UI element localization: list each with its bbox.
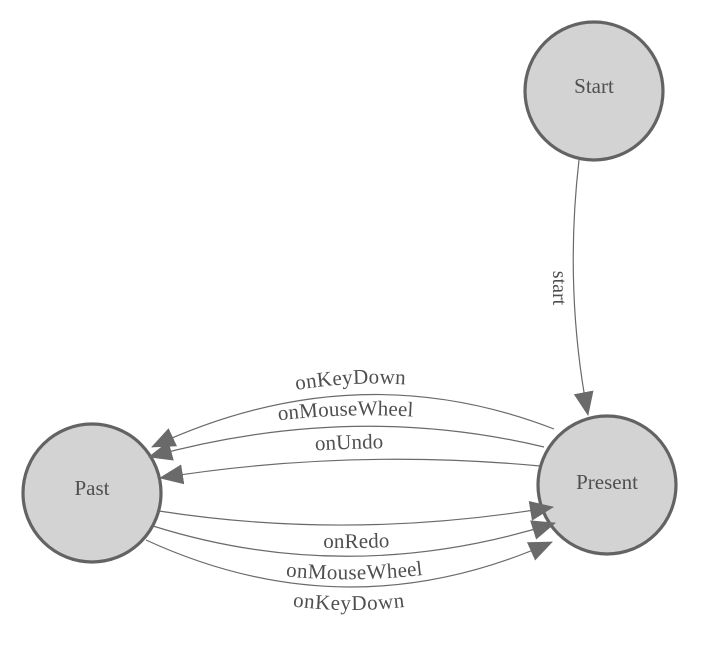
edge-present-to-past-onkeydown [151,393,555,448]
edge-label-onmousewheel-bottom: onMouseWheel [285,556,423,584]
edge-label-onmousewheel-top: onMouseWheel [276,396,414,425]
node-start-label: Start [574,74,614,98]
edge-present-to-past-onmousewheel [148,425,545,461]
edge-label-onredo: onRedo [323,528,390,553]
node-past[interactable]: Past [21,422,163,564]
node-start[interactable]: Start [523,20,665,162]
node-past-label: Past [74,476,109,500]
edge-label-start: start [548,271,570,306]
node-present-circle[interactable] [536,414,678,556]
node-past-circle[interactable] [21,422,163,564]
node-present-label: Present [576,470,638,494]
edge-label-onundo-text: onUndo [314,429,383,455]
edge-label-onundo: onUndo [314,429,383,455]
edge-label-onmousewheel-top-text: onMouseWheel [276,396,414,425]
edge-label-onredo-text: onRedo [323,528,390,553]
edge-layer [145,159,594,588]
edge-past-to-present-onkeydown [145,539,553,588]
edge-present-to-past-onundo [159,458,541,485]
edge-past-to-present-onmousewheel [152,520,556,557]
node-start-circle[interactable] [523,20,665,162]
edge-label-onkeydown-bottom-text: onKeyDown [292,588,406,615]
edge-label-onkeydown-top: onKeyDown [293,364,407,394]
edge-past-to-present-onredo [158,500,554,526]
edge-label-onkeydown-top-text: onKeyDown [293,364,407,394]
edge-label-onmousewheel-bottom-text: onMouseWheel [285,556,423,584]
edge-start-to-present [572,159,594,416]
edge-label-onkeydown-bottom: onKeyDown [292,588,406,615]
node-present[interactable]: Present [536,414,678,556]
